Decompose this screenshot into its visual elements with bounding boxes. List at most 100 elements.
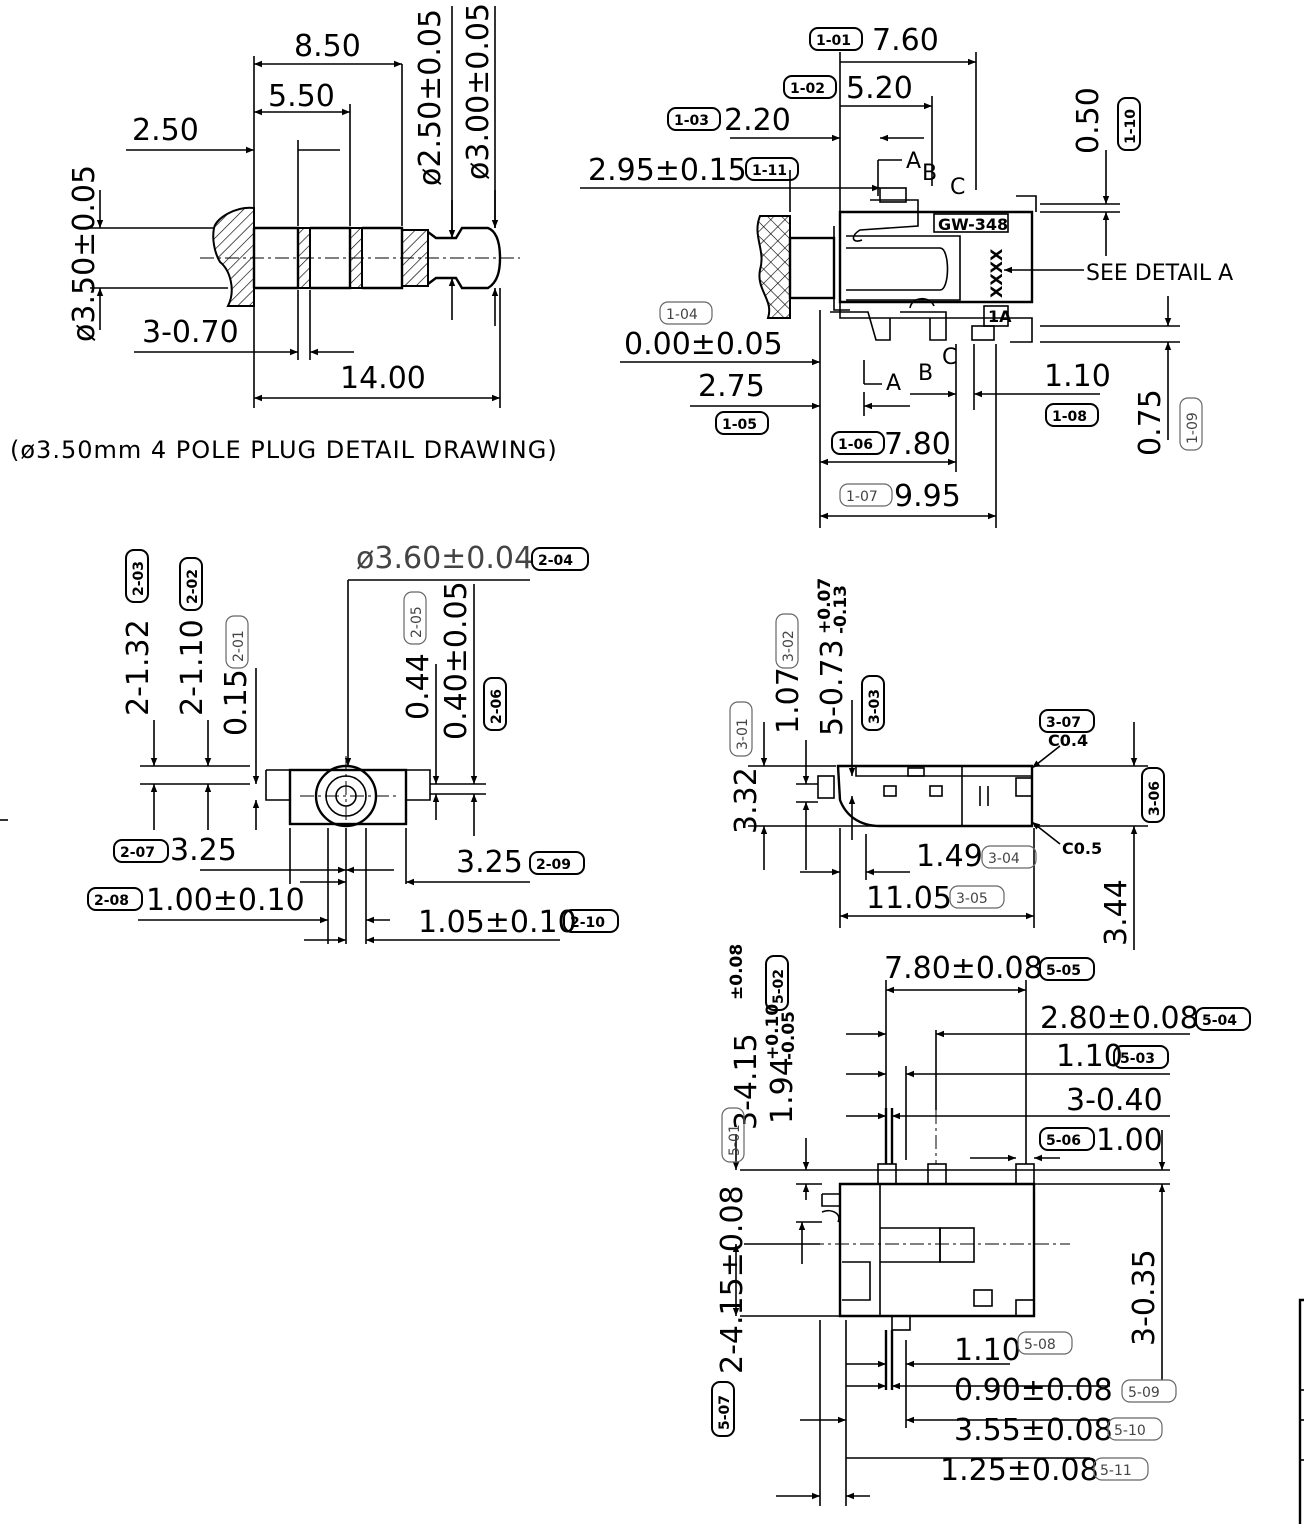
dim-2-1-32: 2-1.32 — [121, 619, 156, 716]
svg-text:1-07: 1-07 — [846, 489, 878, 505]
tag-1-05: 1-05 — [715, 411, 769, 435]
svg-text:1-01: 1-01 — [816, 33, 851, 49]
tag-1-11: 1-11 — [745, 157, 799, 181]
dim-0-90: 0.90±0.08 — [954, 1373, 1113, 1408]
svg-text:1-04: 1-04 — [666, 307, 698, 323]
side-view: 3.32 3-01 1.07 3-02 5-0.73 +0.07 -0.13 3… — [729, 578, 1165, 950]
dim-8-50: 8.50 — [294, 29, 361, 64]
dim-2-4-15: 2-4.15±0.08 — [715, 1185, 750, 1374]
tag-2-06: 2-06 — [483, 677, 507, 731]
tag-5-02: 5-02 — [765, 955, 789, 1011]
svg-text:5-11: 5-11 — [1100, 1463, 1132, 1479]
dim-1-10-bottom: 1.10 — [1056, 1039, 1123, 1074]
tag-2-05: 2-05 — [403, 591, 427, 645]
svg-text:2-01: 2-01 — [231, 630, 247, 662]
dim-14-00: 14.00 — [340, 361, 426, 396]
chamfer-c04: C0.4 — [1048, 731, 1088, 750]
part-number-label: GW-348 — [938, 215, 1008, 234]
tol-minus-0-05: -0.05 — [779, 1011, 799, 1060]
dim-1-49: 1.49 — [916, 839, 983, 874]
dim-2-75: 2.75 — [698, 369, 765, 404]
tag-2-04: 2-04 — [531, 547, 589, 571]
tag-1-10: 1-10 — [1117, 97, 1141, 151]
dim-1-07: 1.07 — [771, 667, 806, 734]
tag-5-04: 5-04 — [1195, 1007, 1251, 1031]
bottom-view: 7.80±0.08 5-05 2.80±0.08 5-04 1.10 5-03 … — [711, 944, 1251, 1506]
tag-1-08: 1-08 — [1045, 403, 1099, 427]
tag-1-09: 1-09 — [1179, 397, 1203, 451]
tag-3-01: 3-01 — [729, 701, 753, 757]
tag-5-08: 5-08 — [1017, 1331, 1073, 1355]
tag-5-07: 5-07 — [711, 1381, 735, 1437]
dim-1-94: 1.94 — [765, 1057, 800, 1124]
dim-5-50: 5.50 — [268, 79, 335, 114]
tol-plus-0-10: +0.10 — [763, 1004, 783, 1060]
plug-caption: (ø3.50mm 4 POLE PLUG DETAIL DRAWING) — [10, 436, 558, 464]
svg-text:1-03: 1-03 — [674, 113, 709, 129]
dim-1-25: 1.25±0.08 — [940, 1453, 1099, 1488]
dim-0-50: 0.50 — [1071, 87, 1106, 154]
tag-2-01: 2-01 — [225, 615, 249, 669]
tag-3-03: 3-03 — [861, 675, 885, 731]
front-view: 2-1.32 2-03 2-1.10 2-02 0.15 2-01 ø3.60±… — [0, 541, 619, 944]
tag-5-01: 5-01 — [721, 1107, 745, 1163]
dim-7-80-bottom: 7.80±0.08 — [884, 951, 1043, 986]
section-c-top: C — [950, 175, 965, 200]
tag-5-06: 5-06 — [1039, 1127, 1095, 1151]
top-view: GW-348 XXXX 1A A B C A B C SEE DETAIL A — [580, 23, 1233, 528]
dim-5-20: 5.20 — [846, 71, 913, 106]
dim-0-40: 0.40±0.05 — [439, 581, 474, 740]
svg-text:5-02: 5-02 — [771, 969, 787, 1004]
dim-3-4-15: 3-4.15 — [729, 1033, 764, 1130]
tag-1-04: 1-04 — [659, 301, 713, 325]
dim-2-50: 2.50 — [132, 113, 199, 148]
dim-3-25-left: 3.25 — [170, 833, 237, 868]
tol-minus-0-13: -0.13 — [831, 585, 851, 634]
dim-1-10-top: 1.10 — [1044, 359, 1111, 394]
dim-1-05: 1.05±0.10 — [418, 905, 577, 940]
frame-border — [1298, 1298, 1304, 1524]
tag-1-01: 1-01 — [809, 27, 863, 51]
dim-2-80: 2.80±0.08 — [1040, 1001, 1199, 1036]
tag-2-07: 2-07 — [113, 839, 169, 863]
svg-text:2-02: 2-02 — [185, 569, 201, 604]
section-a-bottom: A — [886, 371, 901, 396]
section-b-top: B — [922, 161, 937, 186]
svg-text:5-07: 5-07 — [717, 1395, 733, 1430]
tag-3-06: 3-06 — [1141, 767, 1165, 823]
section-c-bottom: C — [942, 345, 957, 370]
svg-text:1-02: 1-02 — [790, 81, 825, 97]
dim-3-25-right: 3.25 — [456, 845, 523, 880]
tag-1-06: 1-06 — [831, 431, 885, 455]
svg-text:5-03: 5-03 — [1120, 1051, 1155, 1067]
svg-text:3-05: 3-05 — [956, 891, 988, 907]
svg-text:5-08: 5-08 — [1024, 1337, 1056, 1353]
dim-0-00: 0.00±0.05 — [624, 327, 783, 362]
dim-1-00-bottom: 1.00 — [1096, 1123, 1163, 1158]
dim-0-75: 0.75 — [1133, 389, 1168, 456]
tol-plus-0-07: +0.07 — [815, 578, 835, 634]
svg-text:3-06: 3-06 — [1147, 781, 1163, 816]
mark-1a: 1A — [988, 307, 1012, 326]
tag-3-05: 3-05 — [949, 885, 1005, 909]
tag-5-09: 5-09 — [1121, 1379, 1177, 1403]
dim-dia-2-50: ø2.50±0.05 — [413, 9, 448, 186]
dim-7-80-top: 7.80 — [884, 427, 951, 462]
dim-3-32: 3.32 — [729, 767, 764, 834]
tag-2-09: 2-09 — [529, 851, 585, 875]
tag-1-02: 1-02 — [783, 75, 837, 99]
tag-2-10: 2-10 — [563, 909, 619, 933]
tag-3-07: 3-07 — [1039, 709, 1095, 733]
see-detail-a-note: SEE DETAIL A — [1086, 261, 1233, 286]
svg-text:1-06: 1-06 — [838, 437, 873, 453]
svg-text:3-07: 3-07 — [1046, 715, 1081, 731]
svg-text:5-10: 5-10 — [1114, 1423, 1146, 1439]
svg-text:1-09: 1-09 — [1185, 412, 1201, 444]
svg-text:5-04: 5-04 — [1202, 1013, 1237, 1029]
svg-text:3-04: 3-04 — [988, 851, 1020, 867]
dim-3-55: 3.55±0.08 — [954, 1413, 1113, 1448]
dim-3-0-35: 3-0.35 — [1127, 1249, 1162, 1346]
svg-text:2-09: 2-09 — [536, 857, 571, 873]
dim-1-10-lower: 1.10 — [954, 1333, 1021, 1368]
svg-text:5-09: 5-09 — [1128, 1385, 1160, 1401]
